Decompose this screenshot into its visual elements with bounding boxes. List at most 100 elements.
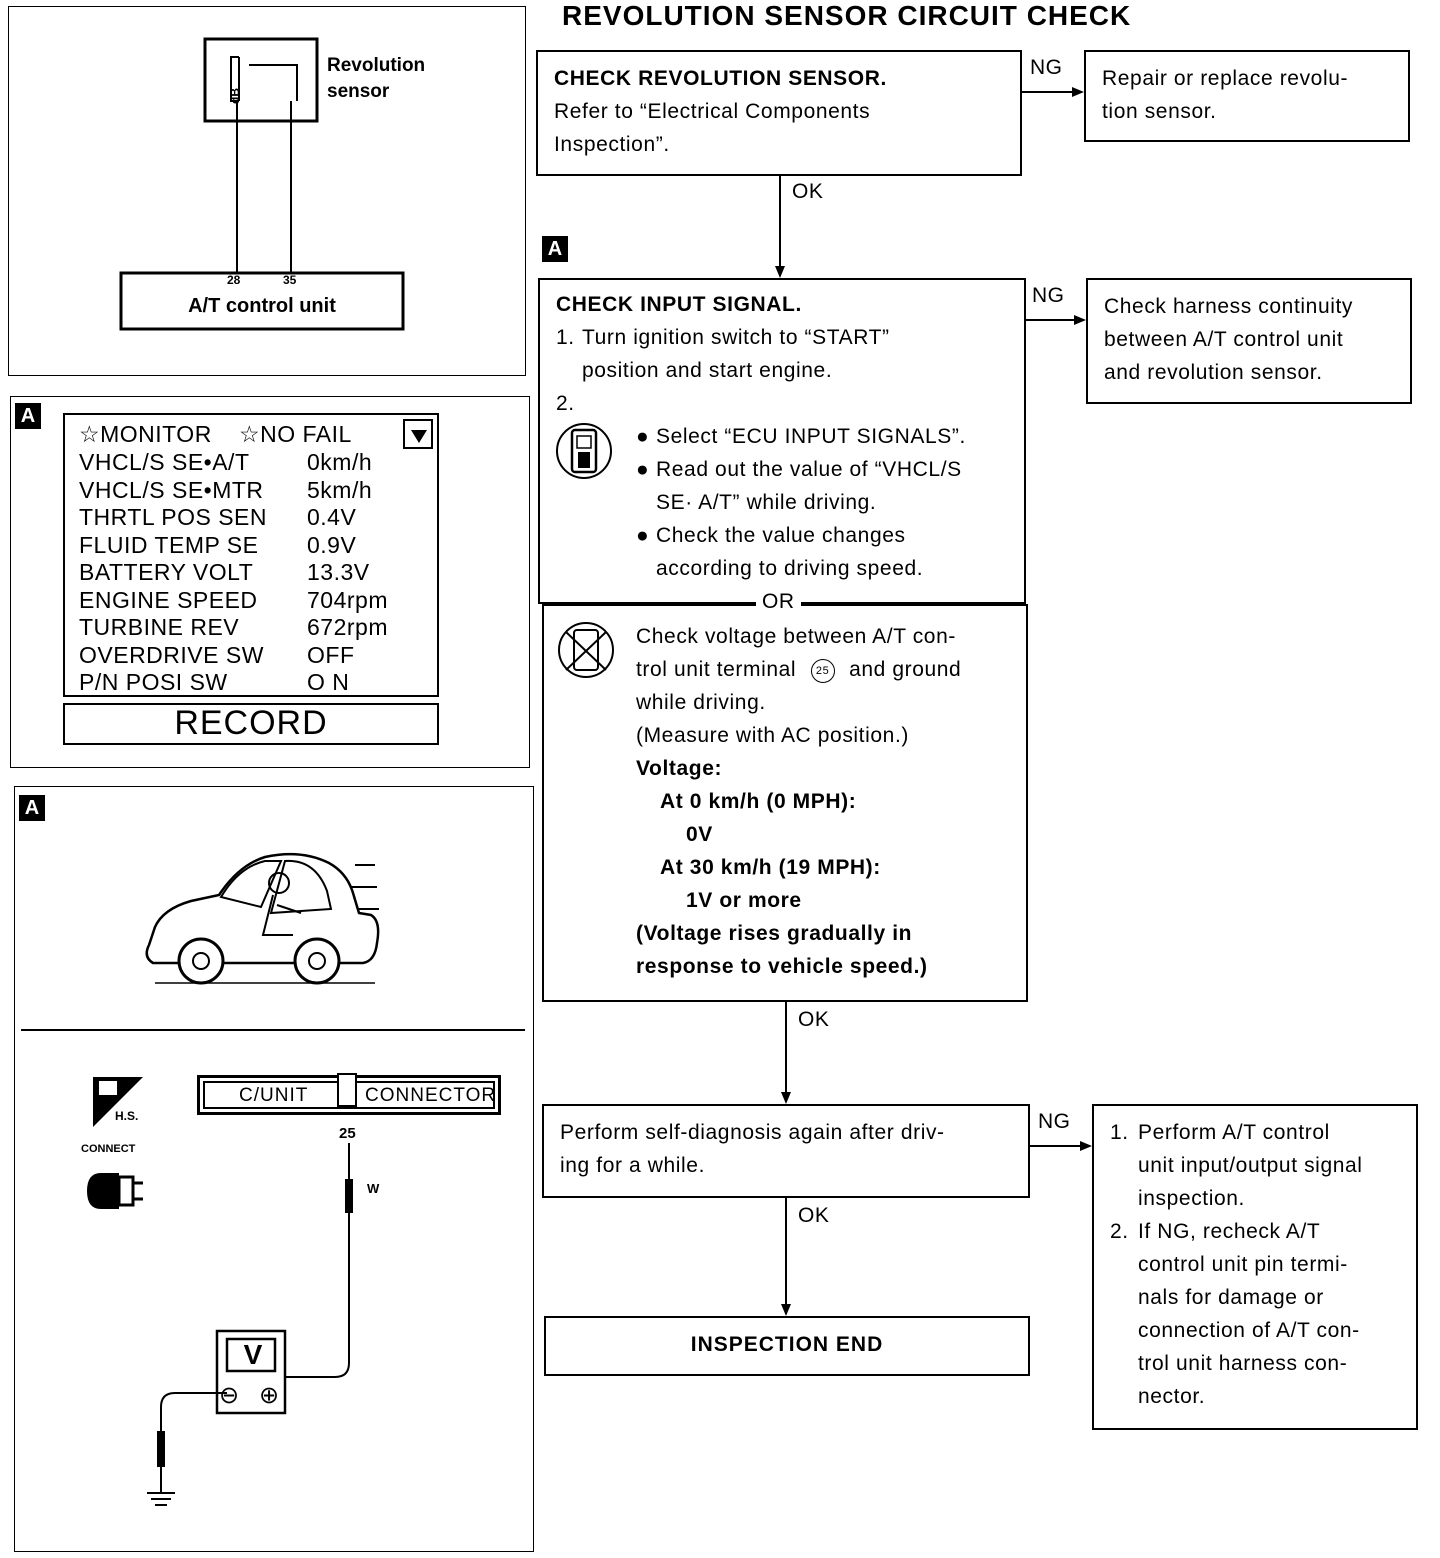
step1-ng-line2: tion sensor.: [1102, 100, 1217, 123]
step2-ng-line2: between A/T control unit: [1104, 328, 1344, 351]
monitor-header-left: ☆MONITOR: [79, 421, 212, 447]
step3-ng-item1-line2: unit input/output signal: [1138, 1154, 1363, 1177]
ok-label-3: OK: [798, 1204, 830, 1227]
monitor-header-right: ☆NO FAIL: [239, 421, 352, 447]
alt-line3: while driving.: [636, 691, 766, 714]
step2-ng-line1: Check harness continuity: [1104, 295, 1354, 318]
ok-label-2: OK: [798, 1008, 830, 1031]
bullet-dot: ●: [636, 524, 650, 547]
terminal-number: 25: [339, 1125, 356, 1142]
step1-ng-line1: Repair or replace revolu-: [1102, 67, 1349, 90]
sensor-label-line2: sensor: [327, 81, 390, 102]
panel-tag-a: A: [15, 403, 41, 429]
record-button[interactable]: [63, 703, 439, 745]
step3-ng-item1: 1. Perform A/T control unit input/output…: [1110, 1116, 1404, 1215]
panel-divider: [21, 1029, 525, 1031]
step2-item1-line1: Turn ignition switch to “START”: [582, 326, 890, 349]
panel-tag-a: A: [19, 795, 45, 821]
ng-label-1: NG: [1030, 56, 1063, 79]
step3-ng-item2-line3: nals for damage or: [1138, 1286, 1324, 1309]
sensor-label-line1: Revolution: [327, 55, 426, 76]
note-line1: (Voltage rises gradually in: [636, 922, 913, 945]
alt-line2-end: and ground: [849, 658, 962, 681]
bullet-3-line1: Check the value changes: [656, 524, 906, 547]
voltmeter-plus-terminal: ⊕: [259, 1382, 280, 1409]
voltmeter-wiring: [147, 1143, 353, 1506]
step1-box: CHECK REVOLUTION SENSOR. Refer to “Elect…: [536, 50, 1022, 176]
pin-28-label: 28: [227, 273, 241, 287]
step2-alt-content: Check voltage between A/T con- trol unit…: [636, 620, 1020, 983]
hs-badge-label: H.S.: [115, 1109, 139, 1123]
step2-item1-num: 1.: [556, 326, 575, 349]
connector-left-label: C/UNIT: [239, 1085, 309, 1106]
voltmeter-minus-terminal: ⊖: [219, 1382, 240, 1409]
step1-title: CHECK REVOLUTION SENSOR.: [554, 67, 887, 90]
ng-label-3: NG: [1038, 1110, 1071, 1133]
step2-item1-line2: position and start engine.: [582, 359, 833, 382]
bullet-2-line2: SE· A/T” while driving.: [656, 491, 877, 514]
step3-ng-item2-line5: trol unit harness con-: [1138, 1352, 1348, 1375]
step3-ng-item1-line3: inspection.: [1138, 1187, 1245, 1210]
bullet-2: ● Read out the value of “VHCL/S SE· A/T”…: [636, 453, 1016, 519]
step1-line1: Refer to “Electrical Components: [554, 100, 871, 123]
bullet-dot: ●: [636, 458, 650, 481]
monitor-row-name: BATTERY VOLT: [79, 559, 254, 585]
connector-right-label: CONNECTOR: [365, 1085, 497, 1106]
monitor-row-value: 704rpm: [307, 586, 388, 613]
step3-ng-item1-num: 1.: [1110, 1121, 1129, 1144]
pin-35-label: 35: [283, 273, 297, 287]
alt-line2-text: trol unit terminal: [636, 658, 797, 681]
measurement-panel: A H.S. CONNECT C/UNIT CONNECTOR 25 W: [14, 786, 534, 1552]
step3-ng-box: 1. Perform A/T control unit input/output…: [1092, 1104, 1418, 1430]
monitor-row-value: OFF: [307, 641, 355, 668]
bullet-3: ● Check the value changes according to d…: [636, 519, 1016, 585]
wiring-diagram: [119, 37, 405, 331]
step3-ng-item2-num: 2.: [1110, 1220, 1129, 1243]
step3-line1: Perform self-diagnosis again after driv-: [560, 1121, 945, 1144]
monitor-row-name: VHCL/S SE•A/T: [79, 449, 250, 475]
monitor-row-name: FLUID TEMP SE: [79, 531, 259, 558]
record-button-label: RECORD: [174, 704, 328, 742]
step3-box: Perform self-diagnosis again after driv-…: [542, 1104, 1030, 1198]
at30-value: 1V or more: [686, 889, 802, 912]
step3-ng-item2-line2: control unit pin termi-: [1138, 1253, 1348, 1276]
inspection-end-box: INSPECTION END: [544, 1316, 1030, 1376]
monitor-row-name: VHCL/S SE•MTR: [79, 476, 264, 503]
terminal-25-text: 25: [815, 665, 830, 677]
control-unit-body: [119, 271, 405, 331]
step2-ng-box: Check harness continuity between A/T con…: [1086, 278, 1412, 404]
down-triangle-icon: [411, 430, 427, 443]
monitor-row-value: 0.4V: [307, 504, 357, 530]
voltmeter-label: V: [243, 1339, 263, 1370]
step2-item1: 1. Turn ignition switch to “START” posit…: [556, 321, 1016, 387]
hs-mode-icon: [93, 1077, 143, 1127]
step1-line2: Inspection”.: [554, 133, 670, 156]
step3-ng-item2: 2. If NG, recheck A/T control unit pin t…: [1110, 1215, 1404, 1413]
voltage-label: Voltage:: [636, 757, 723, 780]
alt-line4: (Measure with AC position.): [636, 724, 909, 747]
scroll-down-button[interactable]: [403, 419, 433, 449]
monitor-row-value: 0.9V: [307, 531, 357, 558]
alt-line2: trol unit terminal 25 and ground: [636, 653, 1020, 686]
control-unit-label: A/T control unit: [188, 295, 336, 317]
monitor-row-value: 0km/h: [307, 449, 373, 475]
or-label: OR: [756, 590, 801, 614]
monitor-row-name: TURBINE REV: [79, 614, 240, 640]
step2-item2-num: 2.: [556, 392, 575, 415]
wire-color-label: W: [367, 1181, 380, 1196]
step2-bullets: ● Select “ECU INPUT SIGNALS”. ● Read out…: [636, 420, 1016, 585]
terminal-25-circled: 25: [810, 659, 835, 683]
bullet-1: ● Select “ECU INPUT SIGNALS”.: [636, 420, 1016, 453]
step1-ng-box: Repair or replace revolu- tion sensor.: [1084, 50, 1410, 142]
bullet-2-line1: Read out the value of “VHCL/S: [656, 458, 962, 481]
wiring-diagram-panel: dB Revolution sensor 28 35 A/T control u…: [8, 6, 526, 376]
monitor-row-value: O N: [307, 669, 350, 695]
step3-line2: ing for a while.: [560, 1154, 706, 1177]
connect-label: CONNECT: [81, 1143, 136, 1155]
connect-plug-icon: [87, 1173, 143, 1209]
bullet-1-line1: Select “ECU INPUT SIGNALS”.: [656, 425, 966, 448]
at0-label: At 0 km/h (0 MPH):: [660, 790, 857, 813]
